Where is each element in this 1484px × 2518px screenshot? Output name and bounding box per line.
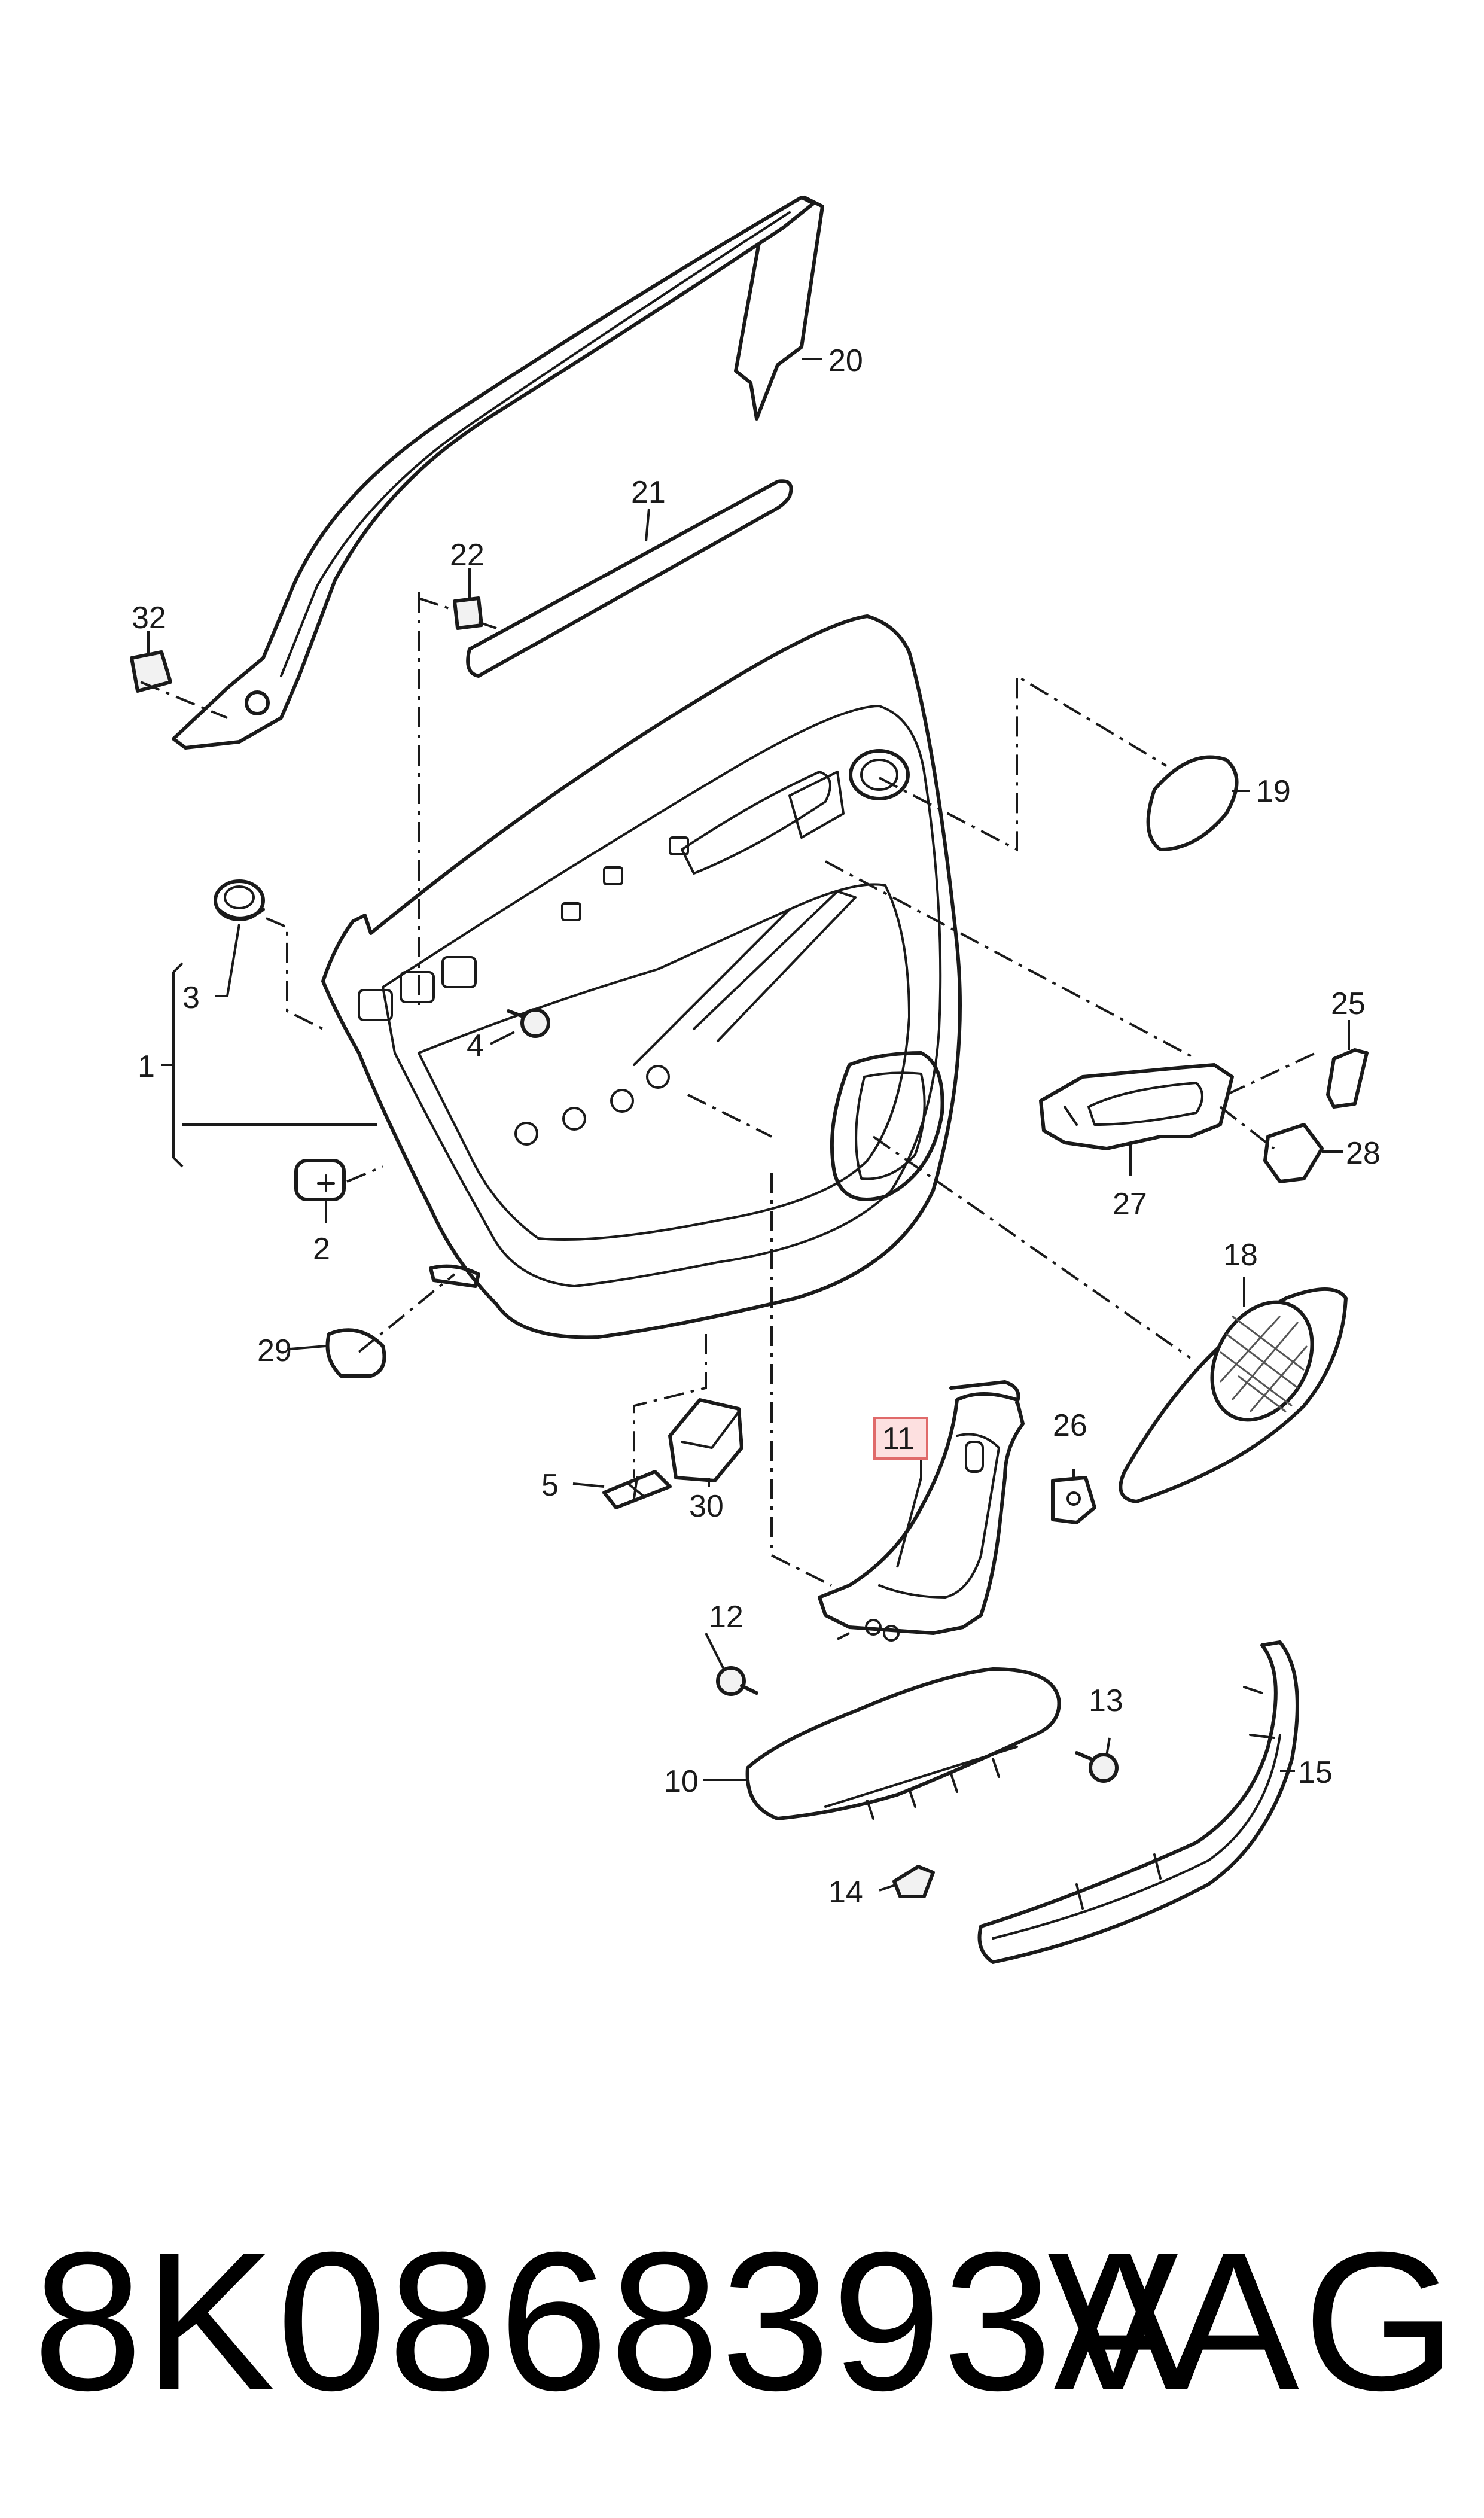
part-window-frame-trim [172,196,824,750]
callout-5: 5 [541,1468,559,1503]
callout-30: 30 [689,1489,724,1524]
callout-3: 3 [182,981,200,1015]
part-clip-14 [892,1865,935,1898]
part-lower-trim-15 [977,1640,1299,1964]
callout-18: 18 [1223,1238,1258,1272]
part-number: 8K0868393A [33,2211,1187,2431]
callout-19: 19 [1256,774,1291,809]
part-pad-5 [602,1470,672,1509]
part-clip-25 [1326,1048,1369,1109]
exploded-parts-diagram: 1 2 3 4 5 10 11 12 13 14 15 18 19 20 21 … [130,196,1381,1964]
part-info-footer: 8K0868393A VAG [0,2166,1484,2501]
callout-15: 15 [1298,1755,1333,1790]
part-screw-4 [507,1008,550,1038]
part-speaker-grille-18 [1119,1287,1348,1503]
part-clip-22 [453,596,483,630]
part-clip-26 [1051,1476,1096,1524]
callout-25: 25 [1331,987,1366,1021]
part-screw-13 [1075,1751,1119,1783]
part-plug-2 [294,1159,346,1201]
part-window-seal-strip [466,479,793,678]
part-lock-knob-28 [1263,1123,1324,1183]
callout-29: 29 [257,1333,292,1368]
assembly-lines [140,592,1317,1587]
callout-28: 28 [1346,1136,1381,1171]
diagram-canvas: 1 2 3 4 5 10 11 12 13 14 15 18 19 20 21 … [130,196,1381,1964]
callout-20: 20 [828,343,863,378]
callout-11: 11 [882,1421,915,1456]
callout-12: 12 [709,1600,743,1634]
callout-labels: 1 2 3 4 5 10 11 12 13 14 15 18 19 20 21 … [132,343,1381,1910]
part-grommet-3 [214,879,265,921]
callout-14: 14 [828,1875,863,1910]
callout-26: 26 [1053,1408,1087,1443]
part-reflector-29 [325,1328,386,1378]
part-inner-handle-27 [1039,1063,1234,1150]
part-door-panel [321,614,962,1339]
highlight-box-11 [873,1417,928,1460]
callout-1: 1 [138,1049,155,1084]
callout-2: 2 [313,1232,330,1266]
part-armrest-handle-11 [818,1380,1025,1642]
callout-10: 10 [664,1764,699,1799]
callout-4: 4 [467,1028,484,1063]
part-switch-30 [668,1398,743,1482]
part-cover-cap-19 [1146,755,1239,851]
callout-22: 22 [450,538,484,573]
part-screw-12 [716,1666,758,1696]
callout-27: 27 [1113,1187,1147,1222]
callout-32: 32 [132,601,166,635]
callout-13: 13 [1089,1683,1123,1718]
part-armrest-pad-10 [745,1667,1061,1820]
callout-21: 21 [631,475,666,510]
leader-lines [147,358,1350,1892]
brand-name: VAG [1047,2211,1460,2431]
